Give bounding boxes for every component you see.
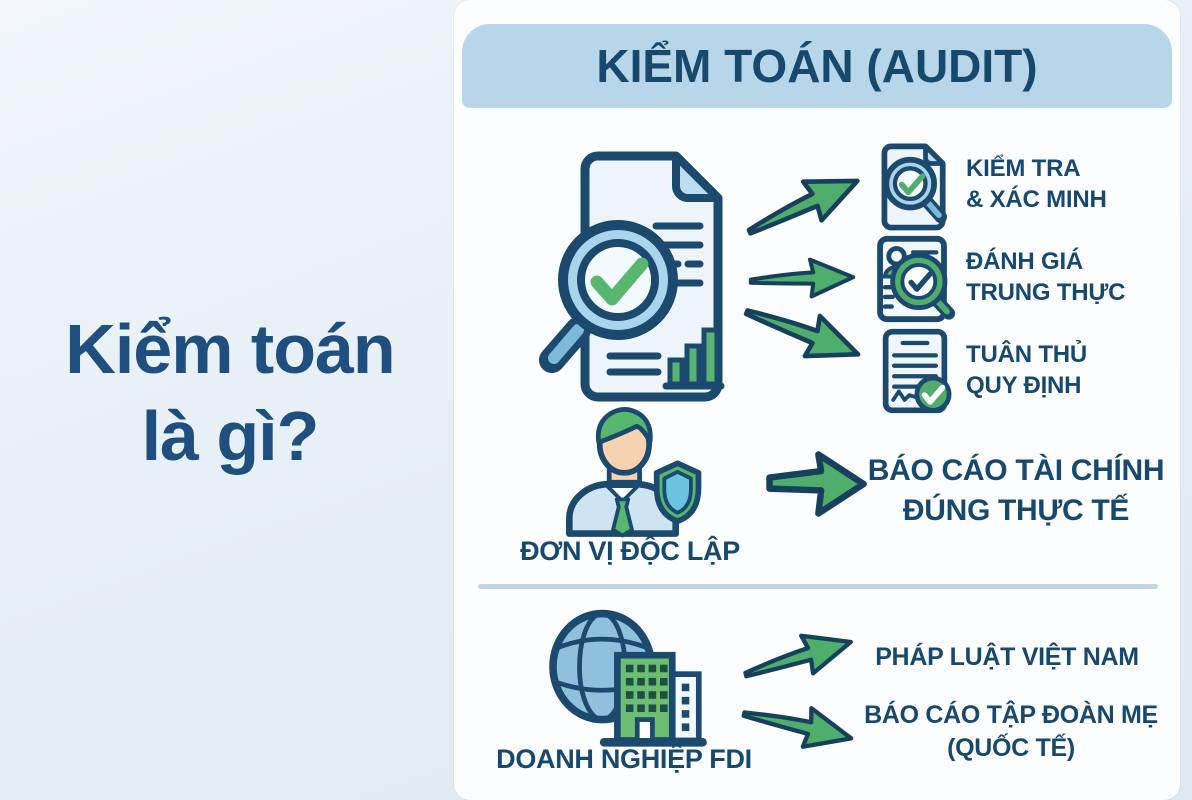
page-title-line1: Kiểm toán: [65, 310, 395, 388]
arrow-to-financial-report-icon: [766, 451, 867, 517]
header-band: KIỂM TOÁN (AUDIT): [462, 24, 1172, 108]
audit-function-2-label: ĐÁNH GIÁ TRUNG THỰC: [966, 246, 1125, 308]
arrow-to-evaluate-icon: [748, 257, 856, 299]
section-divider: [478, 584, 1158, 589]
fdi-enterprise-label: DOANH NGHIỆP FDI: [496, 744, 752, 774]
page-title-line2: là gì?: [141, 396, 320, 475]
arrow-to-verify-icon: [746, 178, 860, 236]
audit-function-3-line1: TUÂN THỦ: [966, 341, 1088, 368]
profile-magnifier-check-icon: [877, 235, 956, 323]
vietnam-law-label: PHÁP LUẬT VIỆT NAM: [875, 643, 1139, 671]
audit-function-2-line2: TRUNG THỰC: [966, 279, 1126, 307]
financial-report-line2: ĐÚNG THỰC TẾ: [902, 493, 1130, 527]
audit-function-1-line1: KIỂM TRA: [966, 155, 1081, 182]
arrow-to-parent-group-icon: [741, 706, 854, 749]
financial-report-line1: BÁO CÁO TÀI CHÍNH: [867, 454, 1165, 487]
document-magnifier-check-icon: [881, 143, 948, 231]
financial-report-result: BÁO CÁO TÀI CHÍNH ĐÚNG THỰC TẾ: [858, 451, 1174, 530]
header-title: KIỂM TOÁN (AUDIT): [596, 40, 1038, 92]
arrow-to-vietnam-law-icon: [743, 633, 853, 679]
document-check-badge-icon: [882, 328, 952, 414]
audit-function-1-line2: & XÁC MINH: [966, 186, 1107, 214]
audit-function-3-label: TUÂN THỦ QUY ĐỊNH: [966, 339, 1087, 401]
globe-building-icon: [549, 609, 707, 747]
page-title: Kiểm toán là gì?: [8, 306, 452, 480]
audit-report-magnifier-icon: [539, 151, 725, 402]
parent-group-line2: (QUỐC TẾ): [947, 733, 1075, 762]
audit-function-2-line1: ĐÁNH GIÁ: [966, 248, 1084, 275]
parent-group-line1: BÁO CÁO TẬP ĐOÀN MẸ: [864, 701, 1158, 729]
content-panel: KIỂM TOÁN (AUDIT): [454, 0, 1180, 800]
arrow-to-comply-icon: [743, 308, 861, 359]
parent-group-label: BÁO CÁO TẬP ĐOÀN MẸ (QUỐC TẾ): [846, 699, 1176, 764]
audit-function-1-label: KIỂM TRA & XÁC MINH: [966, 153, 1107, 215]
audit-function-3-line2: QUY ĐỊNH: [966, 372, 1082, 400]
auditor-shield-icon: [565, 407, 702, 538]
independent-unit-label: ĐƠN VỊ ĐỘC LẬP: [520, 536, 740, 566]
